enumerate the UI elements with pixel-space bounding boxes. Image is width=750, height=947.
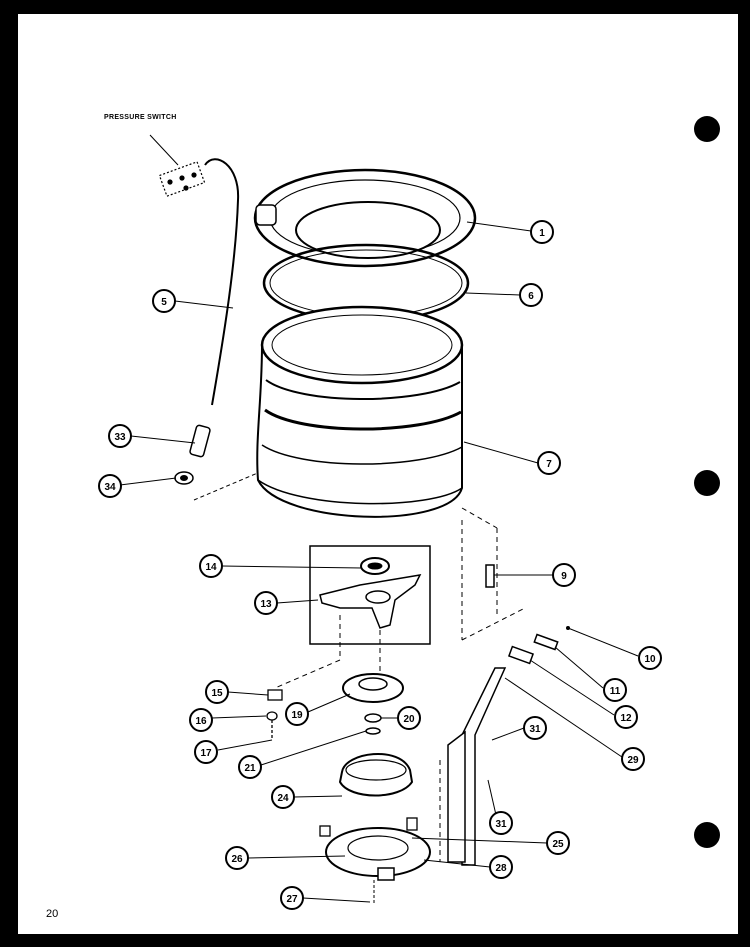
svg-text:21: 21 [244,763,256,774]
callout-7: 7 [537,451,561,475]
washer-part-20 [364,713,382,723]
svg-text:31: 31 [495,819,507,830]
bracket-part-25 [319,817,418,837]
callout-14: 14 [199,554,223,578]
svg-text:26: 26 [231,854,243,865]
svg-text:27: 27 [286,894,298,905]
callout-28: 28 [489,855,513,879]
page-number: 20 [46,908,58,920]
callout-25: 25 [546,831,570,855]
svg-text:28: 28 [495,863,507,874]
svg-text:1: 1 [539,228,545,239]
clip-part-15 [267,689,283,701]
hose-fitting-part-33 [189,424,211,458]
callout-6: 6 [519,283,543,307]
pressure-switch-part [158,161,206,197]
callout-24: 24 [271,785,295,809]
tub-ring-part-1 [253,168,477,268]
callout-29: 29 [621,747,645,771]
callout-20: 20 [397,706,421,730]
binder-hole-bottom [694,822,720,848]
callout-21: 21 [238,755,262,779]
dashed-guide-9 [461,507,526,641]
svg-text:12: 12 [620,713,632,724]
callout-11: 11 [603,678,627,702]
support-part-29 [447,667,507,866]
svg-text:6: 6 [528,291,534,302]
svg-text:17: 17 [200,748,212,759]
callout-31-lower: 31 [489,811,513,835]
dashed-guide-13 [274,615,381,689]
svg-text:33: 33 [114,432,126,443]
bracket-part-9 [485,564,495,588]
clip-part-12 [507,645,535,665]
housing-part-24 [338,752,414,797]
svg-text:7: 7 [546,459,552,470]
spider-part-13 [319,574,422,629]
svg-text:14: 14 [205,562,217,573]
leader-lines [119,221,639,903]
callout-13: 13 [254,591,278,615]
grommet-part-16 [266,711,278,721]
svg-text:34: 34 [104,482,116,493]
dashed-guide-34 [193,471,261,501]
nut-part-21 [365,727,381,735]
callout-5: 5 [152,289,176,313]
pressure-switch-leader [149,134,179,166]
svg-text:9: 9 [561,571,567,582]
bearing-part-14 [360,557,390,575]
svg-text:25: 25 [552,839,564,850]
hose-part-5 [204,158,240,406]
callout-10: 10 [638,646,662,670]
tub-part-7 [256,305,464,518]
callout-31-upper: 31 [523,716,547,740]
callout-34: 34 [98,474,122,498]
svg-text:20: 20 [403,714,415,725]
svg-text:16: 16 [195,716,207,727]
callout-1: 1 [530,220,554,244]
svg-text:15: 15 [211,688,223,699]
svg-text:11: 11 [610,686,621,697]
callout-9: 9 [552,563,576,587]
callout-19: 19 [285,702,309,726]
svg-text:5: 5 [161,297,167,308]
svg-text:31: 31 [529,724,541,735]
callout-12: 12 [614,705,638,729]
pulley-part-19 [342,673,404,703]
callout-26: 26 [225,846,249,870]
pressure-switch-title: PRESSURE SWITCH [104,114,177,121]
svg-text:19: 19 [291,710,303,721]
binder-hole-top [694,116,720,142]
callout-17: 17 [194,740,218,764]
svg-text:24: 24 [277,793,289,804]
callout-27: 27 [280,886,304,910]
base-part-28 [325,827,431,881]
nut-part-34 [174,471,194,485]
callout-33: 33 [108,424,132,448]
clip-part-11 [533,633,559,651]
svg-text:10: 10 [644,654,656,665]
svg-text:29: 29 [627,755,639,766]
callout-15: 15 [205,680,229,704]
callout-16: 16 [189,708,213,732]
svg-text:13: 13 [260,599,272,610]
binder-hole-middle [694,470,720,496]
